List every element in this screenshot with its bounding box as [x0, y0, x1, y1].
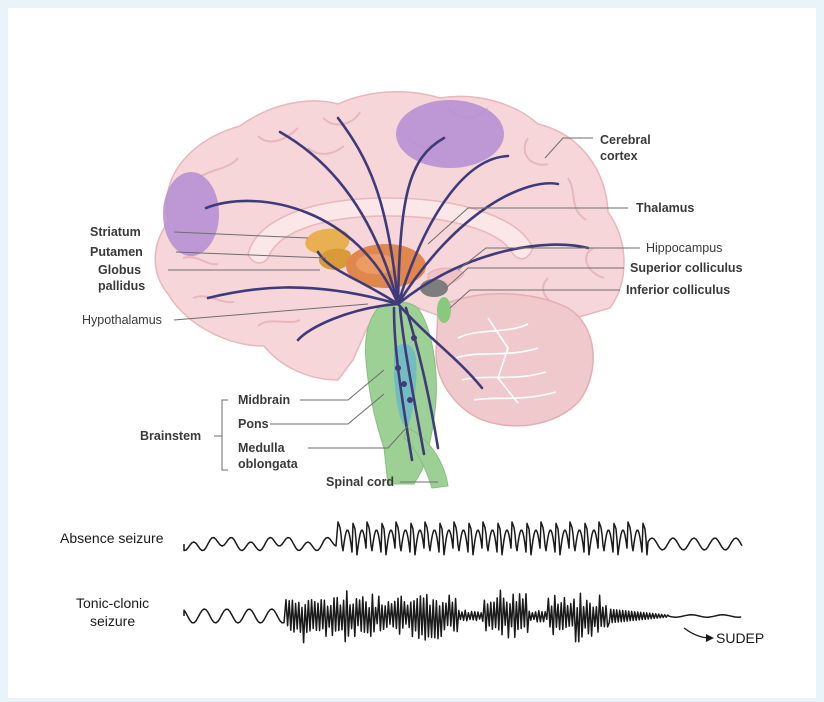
label-inferior-colliculus: Inferior colliculus [626, 283, 730, 297]
label-medulla-2: oblongata [238, 457, 299, 471]
label-brainstem: Brainstem [140, 429, 201, 443]
tonic-clonic-label-1: Tonic-clonic [76, 595, 149, 611]
tonic-clonic-label-2: seizure [90, 613, 135, 629]
eeg-traces: Absence seizure Tonic-clonic seizure SUD… [60, 522, 764, 646]
label-hypothalamus: Hypothalamus [82, 313, 162, 327]
label-hippocampus: Hippocampus [646, 241, 722, 255]
label-superior-colliculus: Superior colliculus [630, 261, 743, 275]
absence-seizure-label: Absence seizure [60, 530, 164, 546]
label-globus-pallidus-1: Globus [98, 263, 141, 277]
absence-seizure-trace [184, 522, 742, 555]
inferior-colliculus-shape [437, 297, 451, 323]
label-cerebral-cortex-2: cortex [600, 149, 638, 163]
label-pons: Pons [238, 417, 269, 431]
label-globus-pallidus-2: pallidus [98, 279, 145, 293]
cortex-region-parietal [396, 100, 504, 168]
label-medulla-1: Medulla [238, 441, 286, 455]
label-cerebral-cortex-1: Cerebral [600, 133, 651, 147]
cerebellum [436, 294, 593, 426]
label-striatum: Striatum [90, 225, 141, 239]
figure-panel: Cerebral cortex Thalamus Hippocampus Sup… [8, 8, 816, 698]
cortex-region-frontal [163, 172, 219, 256]
brain-diagram: Cerebral cortex Thalamus Hippocampus Sup… [8, 8, 816, 698]
label-spinal-cord: Spinal cord [326, 475, 394, 489]
label-putamen: Putamen [90, 245, 143, 259]
superior-colliculus-shape [420, 279, 448, 297]
label-thalamus: Thalamus [636, 201, 694, 215]
tonic-clonic-seizure-trace [184, 590, 741, 642]
sudep-label: SUDEP [716, 630, 764, 646]
label-midbrain: Midbrain [238, 393, 290, 407]
